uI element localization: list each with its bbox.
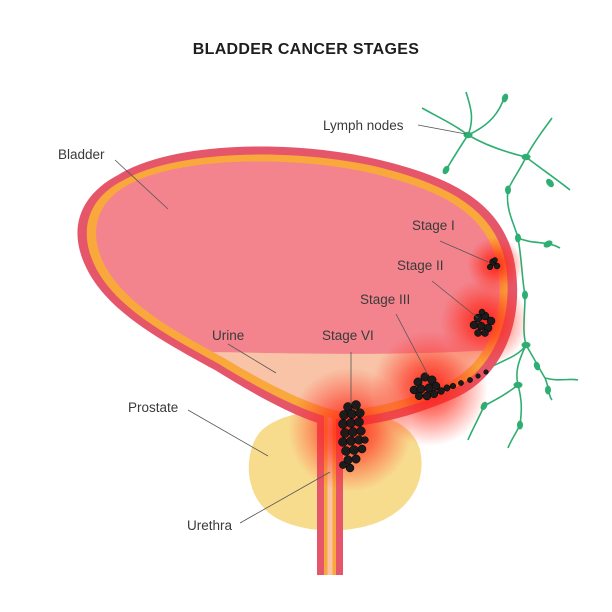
lymph-nodes xyxy=(442,93,554,430)
label-urine: Urine xyxy=(212,328,244,343)
lymph-node xyxy=(521,153,531,161)
lymph-node xyxy=(522,290,528,300)
lymph-node xyxy=(545,385,551,395)
lymph-node xyxy=(501,93,509,103)
lymph-node xyxy=(521,341,531,349)
label-lymph-nodes: Lymph nodes xyxy=(323,118,404,133)
label-urethra: Urethra xyxy=(187,518,233,533)
lymph-node xyxy=(517,420,523,430)
lymph-node xyxy=(505,185,511,195)
diagram-title: BLADDER CANCER STAGES xyxy=(193,41,419,58)
label-stage-3: Stage III xyxy=(360,292,410,307)
lymph-node xyxy=(546,178,554,188)
lymph-node xyxy=(442,165,450,175)
lymph-node xyxy=(533,361,541,371)
lymph-node xyxy=(543,240,553,248)
label-prostate: Prostate xyxy=(128,400,178,415)
label-stage-vi: Stage VI xyxy=(322,328,374,343)
leader-lines xyxy=(114,124,489,524)
lymph-node xyxy=(515,233,521,243)
tumor-stage-3 xyxy=(409,369,489,401)
label-bladder: Bladder xyxy=(58,147,105,162)
tumor-stage-1 xyxy=(486,257,501,271)
lymph-node xyxy=(513,381,523,389)
tumor-stage-vi xyxy=(338,400,369,473)
label-stage-1: Stage I xyxy=(412,218,455,233)
lymph-node xyxy=(463,131,473,139)
label-stage-2: Stage II xyxy=(397,258,444,273)
